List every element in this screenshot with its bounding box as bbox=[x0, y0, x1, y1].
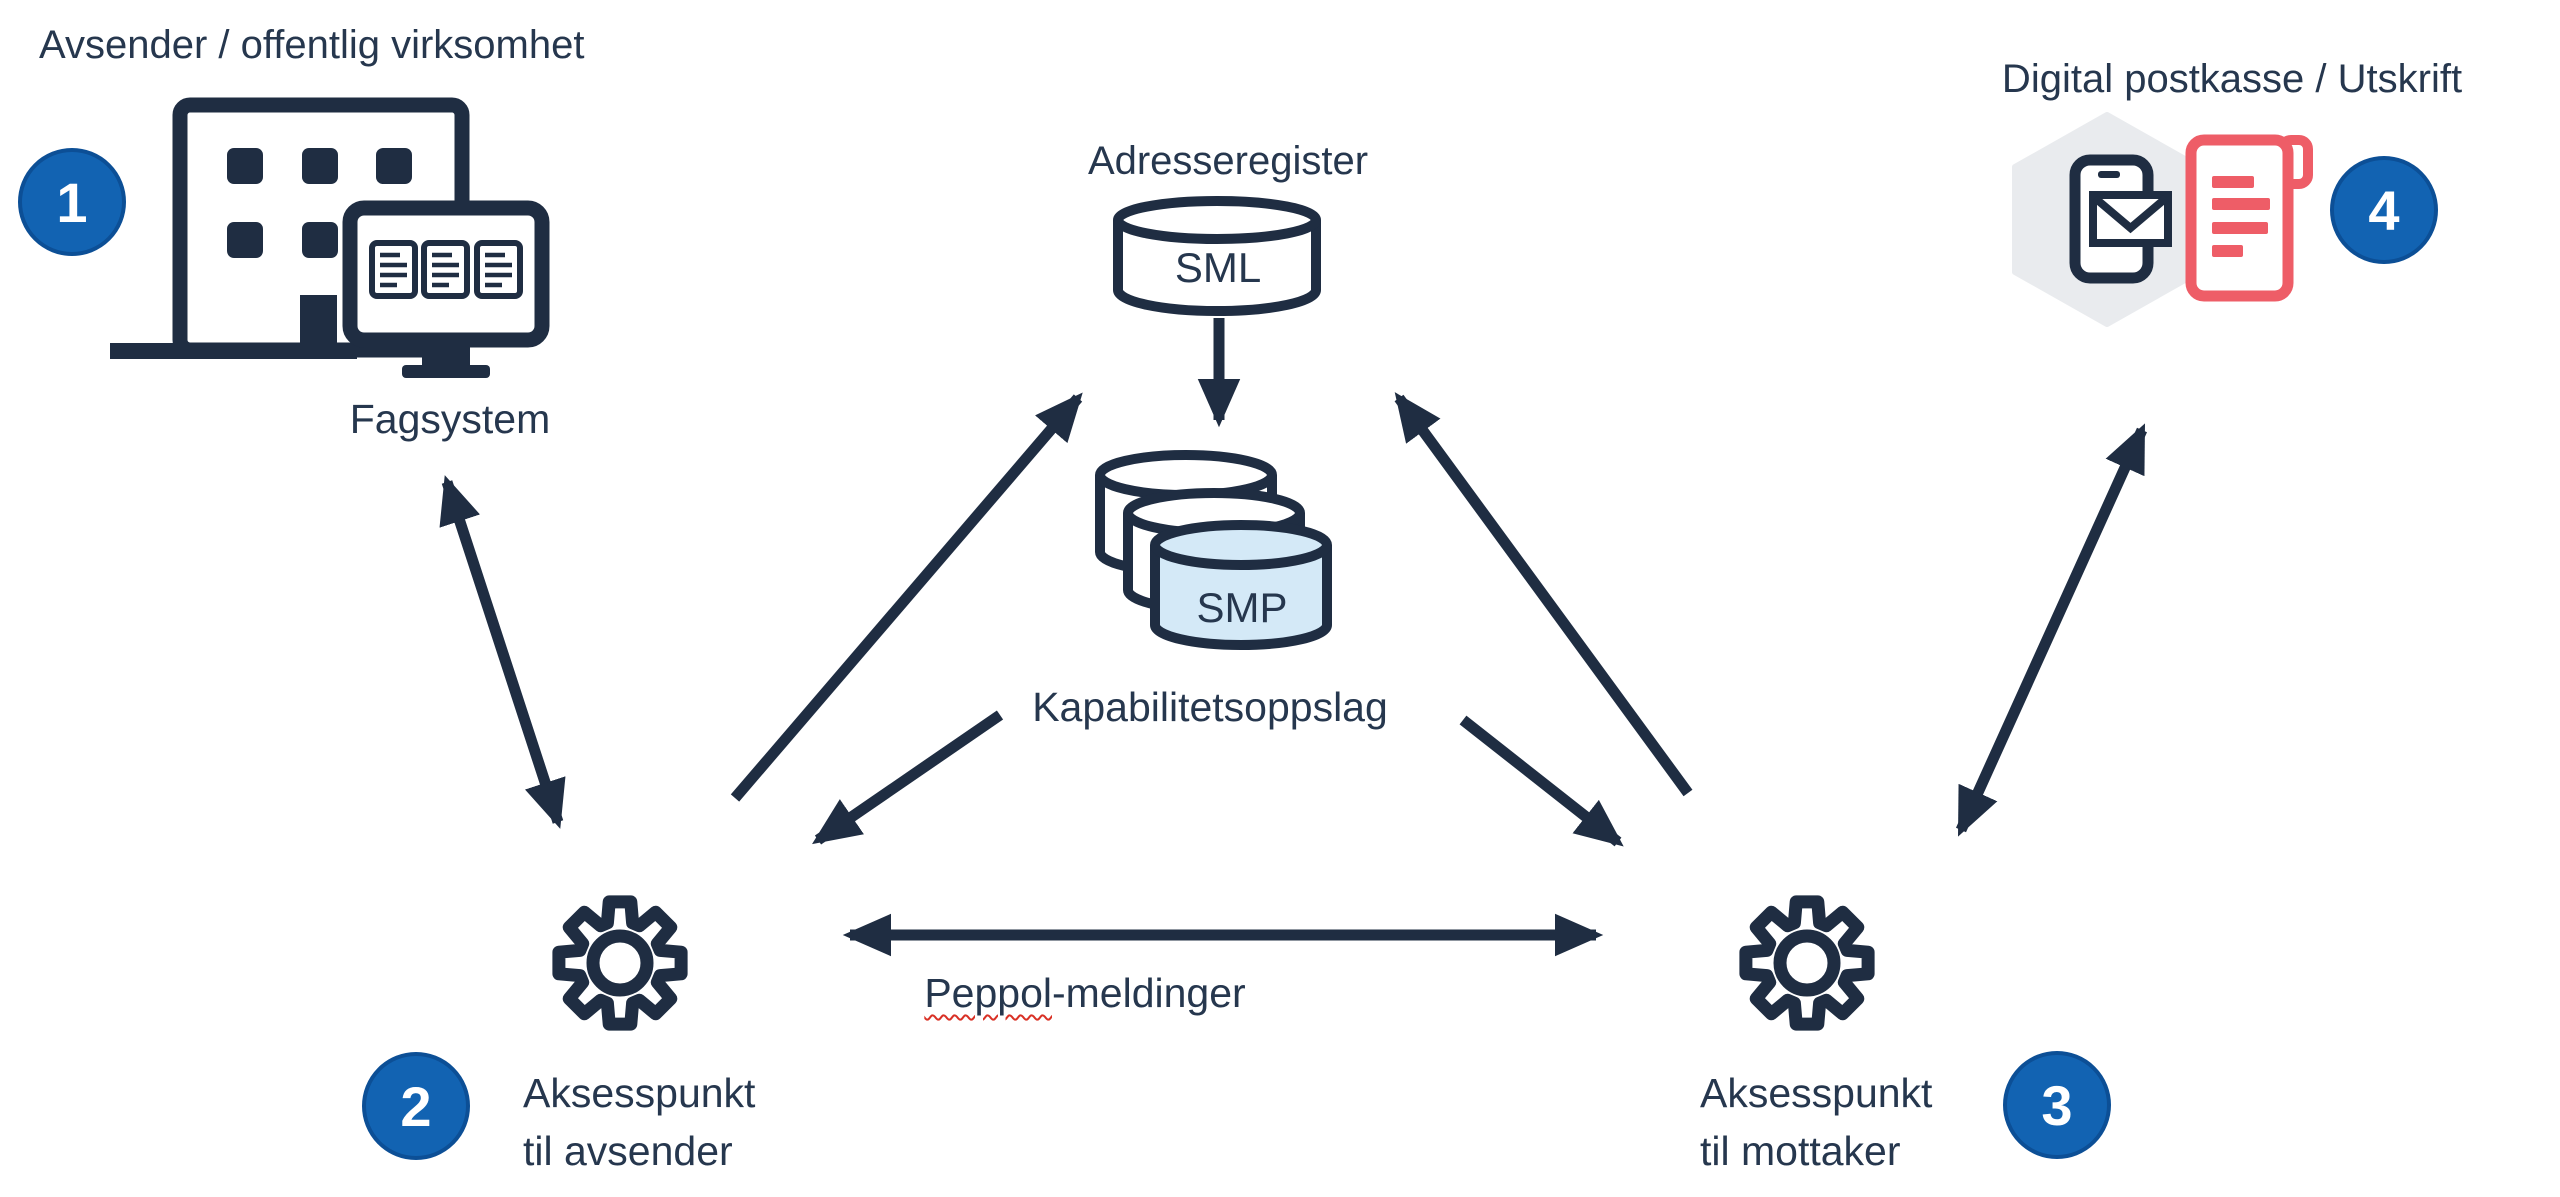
access-point-receiver-label-line1: Aksesspunkt bbox=[1700, 1070, 1933, 1116]
arrow-aksesspunkt-mottaker-to-sml bbox=[1394, 392, 1693, 797]
document-text-lines bbox=[2212, 176, 2270, 257]
receiver-badge: 4 bbox=[2330, 156, 2438, 264]
arrow-smp-to-aksesspunkt-avsender bbox=[812, 710, 1004, 845]
building-windows bbox=[227, 148, 412, 258]
peppol-meldinger-label: Peppol-meldinger bbox=[924, 970, 1245, 1018]
arrow-aksesspunkt-mottaker-postkasse bbox=[1955, 423, 2148, 837]
access-point-receiver-label: Aksesspunkt til mottaker bbox=[1700, 1064, 1932, 1180]
access-point-sender-label: Aksesspunkt til avsender bbox=[523, 1064, 755, 1180]
arrow-aksesspunkt-avsender-to-sml bbox=[730, 392, 1083, 802]
peppol-word: Peppol bbox=[924, 970, 1052, 1016]
adresseregister-label: Adresseregister bbox=[1087, 139, 1369, 183]
smp-front-cylinder bbox=[1150, 520, 1332, 650]
sender-title: Avsender / offentlig virksomhet bbox=[39, 23, 585, 67]
access-point-sender-gear-icon bbox=[552, 895, 688, 1031]
building-icon bbox=[110, 97, 550, 378]
smp-cylinder-stack-icon bbox=[1095, 450, 1332, 650]
smp-label: SMP bbox=[1196, 584, 1288, 631]
access-point-receiver-gear-icon bbox=[1739, 895, 1875, 1031]
sml-label: SML bbox=[1174, 244, 1262, 291]
sender-badge: 1 bbox=[18, 148, 126, 256]
access-point-sender-label-line1: Aksesspunkt bbox=[523, 1070, 756, 1116]
access-point-sender-badge: 2 bbox=[362, 1052, 470, 1160]
sml-cylinder-icon bbox=[1113, 196, 1321, 316]
phone-envelope-hexagon-icon bbox=[2012, 112, 2202, 327]
arrow-fagsystem-aksesspunkt-avsender bbox=[439, 475, 566, 829]
fagsystem-monitor-icon bbox=[342, 200, 550, 378]
access-point-receiver-badge: 3 bbox=[2003, 1051, 2111, 1159]
peppol-rest: -meldinger bbox=[1051, 970, 1246, 1016]
access-point-receiver-label-line2: til mottaker bbox=[1700, 1128, 1901, 1174]
kapabilitetsoppslag-label: Kapabilitetsoppslag bbox=[1032, 684, 1388, 730]
fagsystem-label: Fagsystem bbox=[349, 396, 551, 442]
receiver-title: Digital postkasse / Utskrift bbox=[2001, 57, 2463, 101]
arrow-smp-to-aksesspunkt-mottaker bbox=[1459, 715, 1624, 847]
envelope-icon bbox=[2089, 191, 2172, 247]
access-point-sender-label-line2: til avsender bbox=[523, 1128, 733, 1174]
printed-document-icon bbox=[2185, 134, 2313, 302]
